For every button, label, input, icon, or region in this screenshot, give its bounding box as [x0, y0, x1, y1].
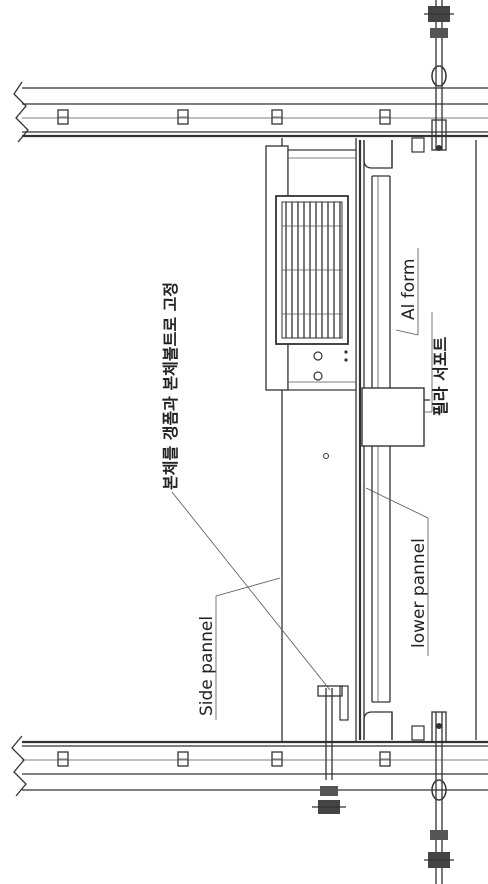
- pillar-support: [361, 387, 430, 447]
- label-pillar-support: 필라 서포트: [431, 337, 450, 416]
- top-gang-form-beam: [13, 81, 488, 143]
- bottom-tie-bolt: [424, 711, 454, 884]
- leader-lines: [171, 248, 433, 720]
- label-side-pannel: Side pannel: [197, 616, 217, 716]
- label-al-form: Al form: [399, 259, 419, 320]
- top-tie-bolt: [424, 0, 454, 151]
- grating-unit: [265, 145, 357, 459]
- bottom-gang-form-beam: [11, 735, 488, 797]
- label-fix-bolt: 본체를 갱폼과 본체볼트로 고정: [161, 282, 180, 490]
- label-lower-pannel: lower pannel: [409, 538, 429, 648]
- side-fixing-bolt: [312, 685, 349, 814]
